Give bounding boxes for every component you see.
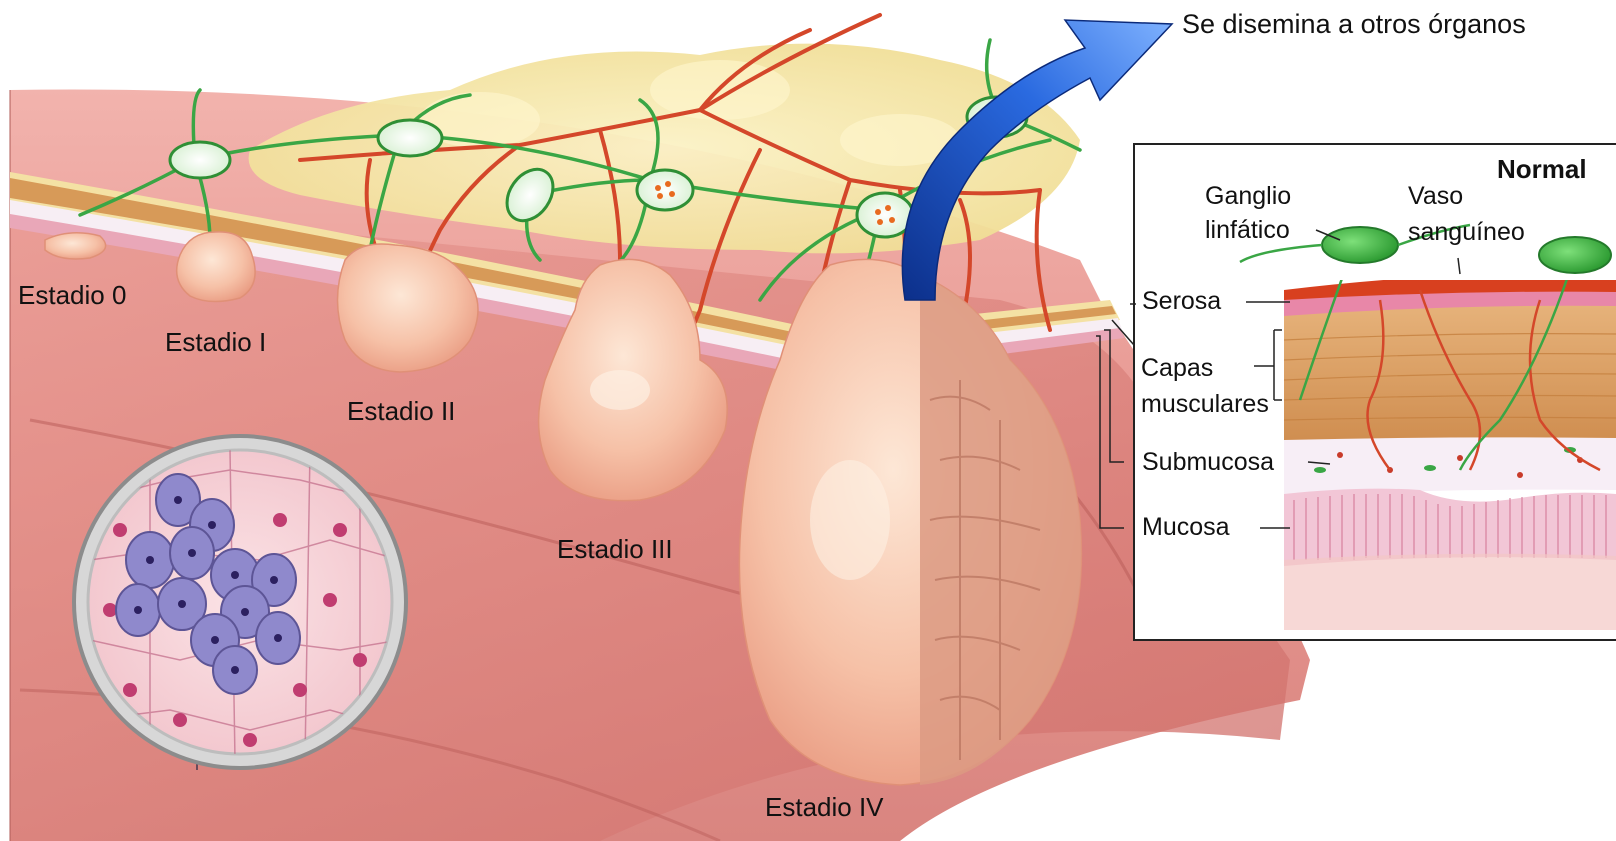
lymph-node-cancer-2 xyxy=(857,193,913,237)
vessel-label-line1: Vaso xyxy=(1408,182,1463,210)
lymph-node-1 xyxy=(170,142,230,178)
serosa-label: Serosa xyxy=(1142,287,1221,315)
spread-label: Se disemina a otros órganos xyxy=(1182,10,1526,40)
mucosa-label: Mucosa xyxy=(1142,513,1230,541)
inset-lymph-node-2 xyxy=(1539,237,1611,273)
muscle-label-line2: musculares xyxy=(1141,390,1269,418)
lymph-node-2 xyxy=(378,120,442,156)
stage-4-label: Estadio IV xyxy=(765,793,884,822)
submucosa-label: Submucosa xyxy=(1142,448,1274,476)
tumor-stage-0 xyxy=(45,233,106,259)
inset-title: Normal xyxy=(1497,155,1587,184)
stage-0-label: Estadio 0 xyxy=(18,281,126,310)
lymph-node-cancer-1 xyxy=(637,170,693,210)
tumor-stage-1 xyxy=(177,232,255,302)
stage-3-label: Estadio III xyxy=(557,535,673,564)
muscle-label-line1: Capas xyxy=(1141,354,1213,382)
lymph-node-label-line1: Ganglio xyxy=(1205,182,1291,210)
microscope-view xyxy=(74,436,406,770)
stage-1-label: Estadio I xyxy=(165,328,266,357)
vessel-label-line2: sanguíneo xyxy=(1408,218,1525,246)
lymph-node-label-line2: linfático xyxy=(1205,216,1290,244)
stage-2-label: Estadio II xyxy=(347,397,455,426)
